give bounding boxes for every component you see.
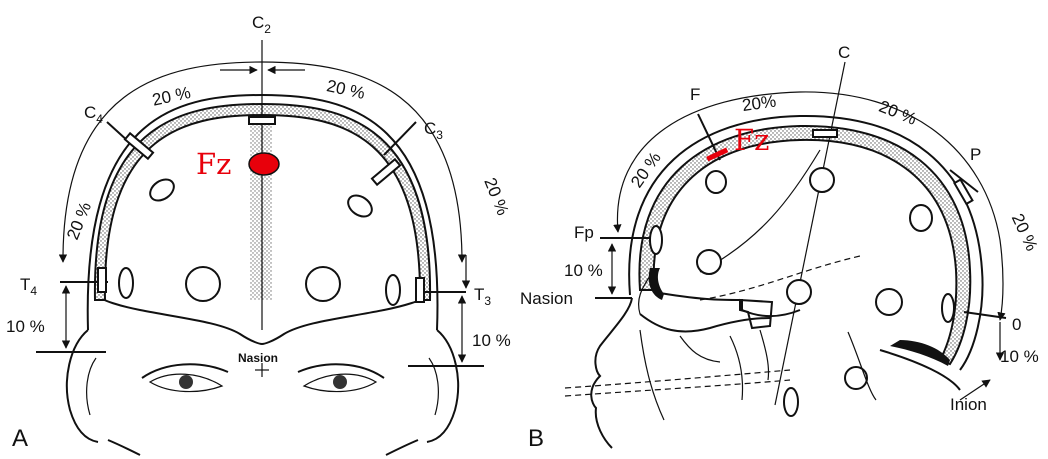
panel-a-t4-label: T4 [20, 275, 37, 298]
panel-b-pct-front: 10 % [564, 261, 603, 280]
panel-a-c4-label: C4 [84, 103, 103, 126]
panel-a-left-ear [67, 330, 98, 442]
panel-b-pct-arc-3: 20 % [1008, 211, 1042, 254]
panel-a-midline [250, 120, 272, 300]
panel-a-right-ear [427, 330, 458, 442]
panel-b-p-label: P [970, 145, 981, 164]
panel-b: F C P Fp 0 Fz 20 % 20% 20 % 20 % 10 % 10… [520, 43, 1041, 452]
panel-a-pct-right: 20 % [480, 175, 512, 218]
panel-a-c3-label: C3 [424, 119, 443, 142]
panel-a-nasion-label: Nasion [238, 351, 278, 365]
panel-a-fz-electrode [249, 153, 279, 175]
panel-a-t3-label: T3 [474, 285, 491, 308]
panel-a-pct-bottom-right: 10 % [472, 331, 511, 350]
panel-a-pct-bottom-left: 10 % [6, 317, 45, 336]
panel-b-pct-arc-2: 20 % [876, 97, 919, 129]
panel-b-fz-label: Fz [734, 123, 769, 157]
panel-b-fp-label: Fp [574, 223, 594, 242]
panel-b-nasion-label: Nasion [520, 289, 573, 308]
panel-b-pct-arc-1: 20 % [627, 148, 665, 191]
panel-a-letter: A [12, 425, 28, 452]
panel-b-letter: B [528, 425, 544, 452]
panel-b-skull-band [639, 126, 970, 364]
panel-a-c2-label: C2 [252, 13, 271, 36]
panel-b-pct-arc-5: 20% [741, 92, 777, 116]
panel-b-inion-label: Inion [950, 395, 987, 414]
panel-b-face-profile [591, 298, 632, 448]
panel-a-pct-top-right: 20 % [325, 76, 367, 103]
panel-b-c-label: C [838, 43, 850, 62]
panel-a-fz-label: Fz [196, 147, 231, 181]
panel-a-pct-left: 20 % [63, 199, 95, 242]
panel-b-o-label: 0 [1012, 315, 1021, 334]
panel-b-pct-back: 10 % [1000, 347, 1039, 366]
panel-a: C2 C4 C3 T4 T3 Fz 20 % 20 % 20 % 20 % 10… [6, 13, 512, 455]
panel-b-f-label: F [690, 85, 700, 104]
